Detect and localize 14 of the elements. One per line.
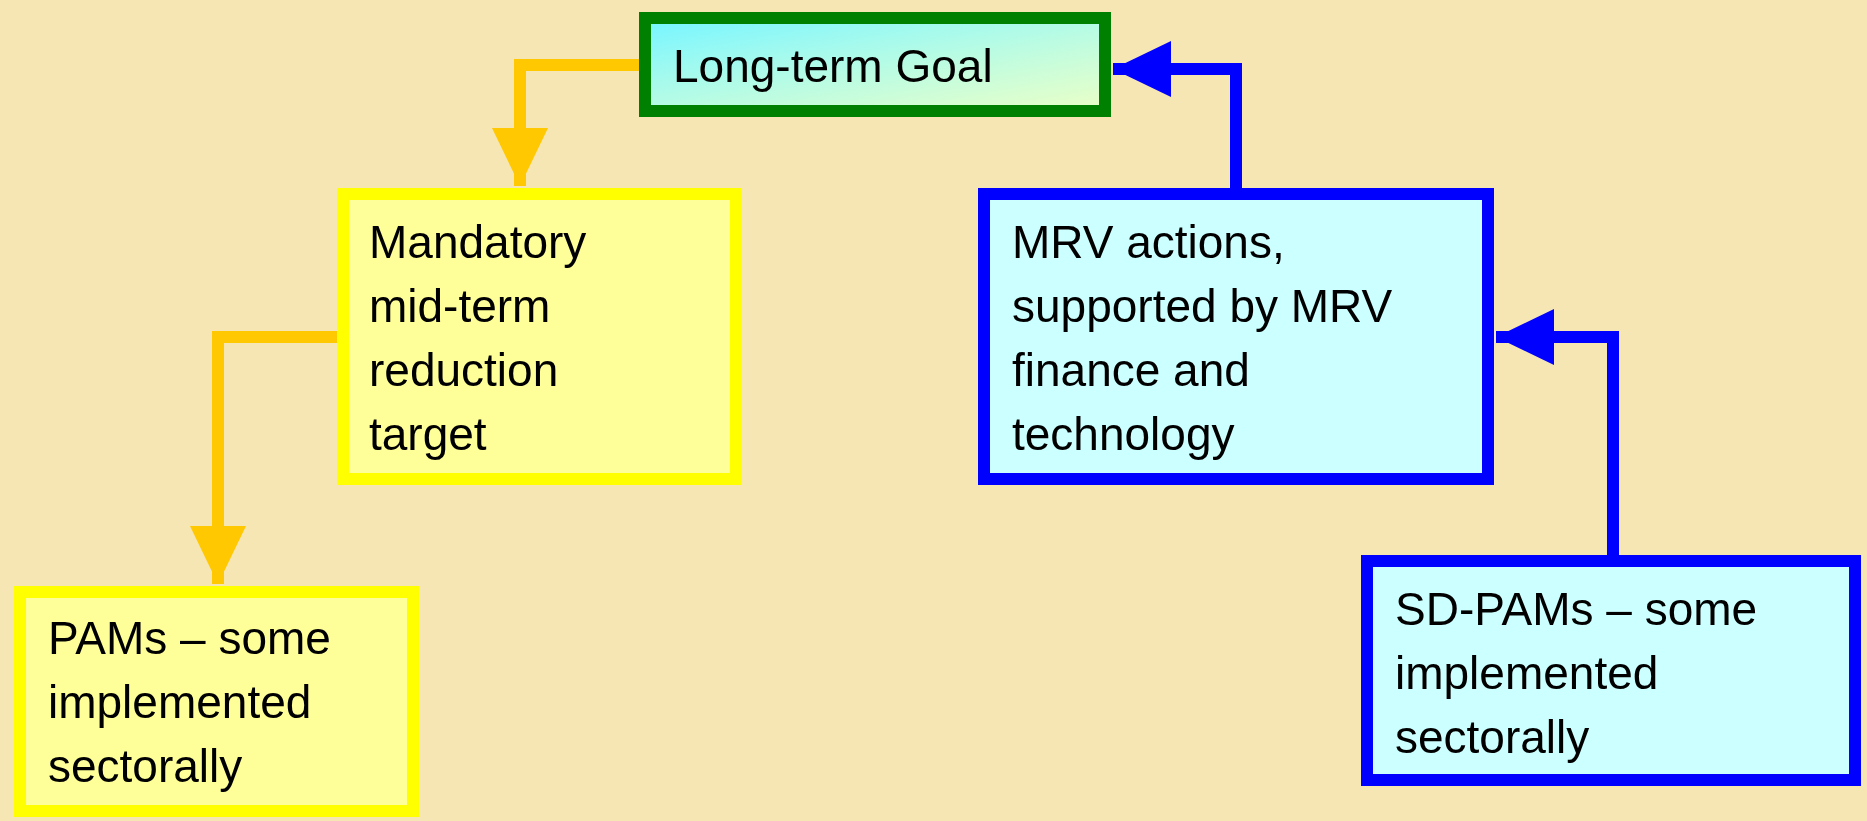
process-box <box>337 188 742 485</box>
box-text: MRV actions, supported by MRV finance and technology <box>1012 215 1394 462</box>
arrow <box>1113 41 1242 188</box>
arrow <box>492 59 639 186</box>
process-box <box>639 12 1111 117</box>
process-box <box>1361 555 1861 786</box>
box-text: Mandatory mid-term reduction target <box>369 215 588 462</box>
arrow <box>1496 309 1619 555</box>
box-text: SD-PAMs – some implemented sectorally <box>1395 582 1759 765</box>
process-box <box>14 586 419 817</box>
arrow <box>190 331 337 584</box>
box-text: Long-term Goal <box>673 39 994 94</box>
process-box <box>978 188 1494 485</box>
box-text: PAMs – some implemented sectorally <box>48 611 332 794</box>
